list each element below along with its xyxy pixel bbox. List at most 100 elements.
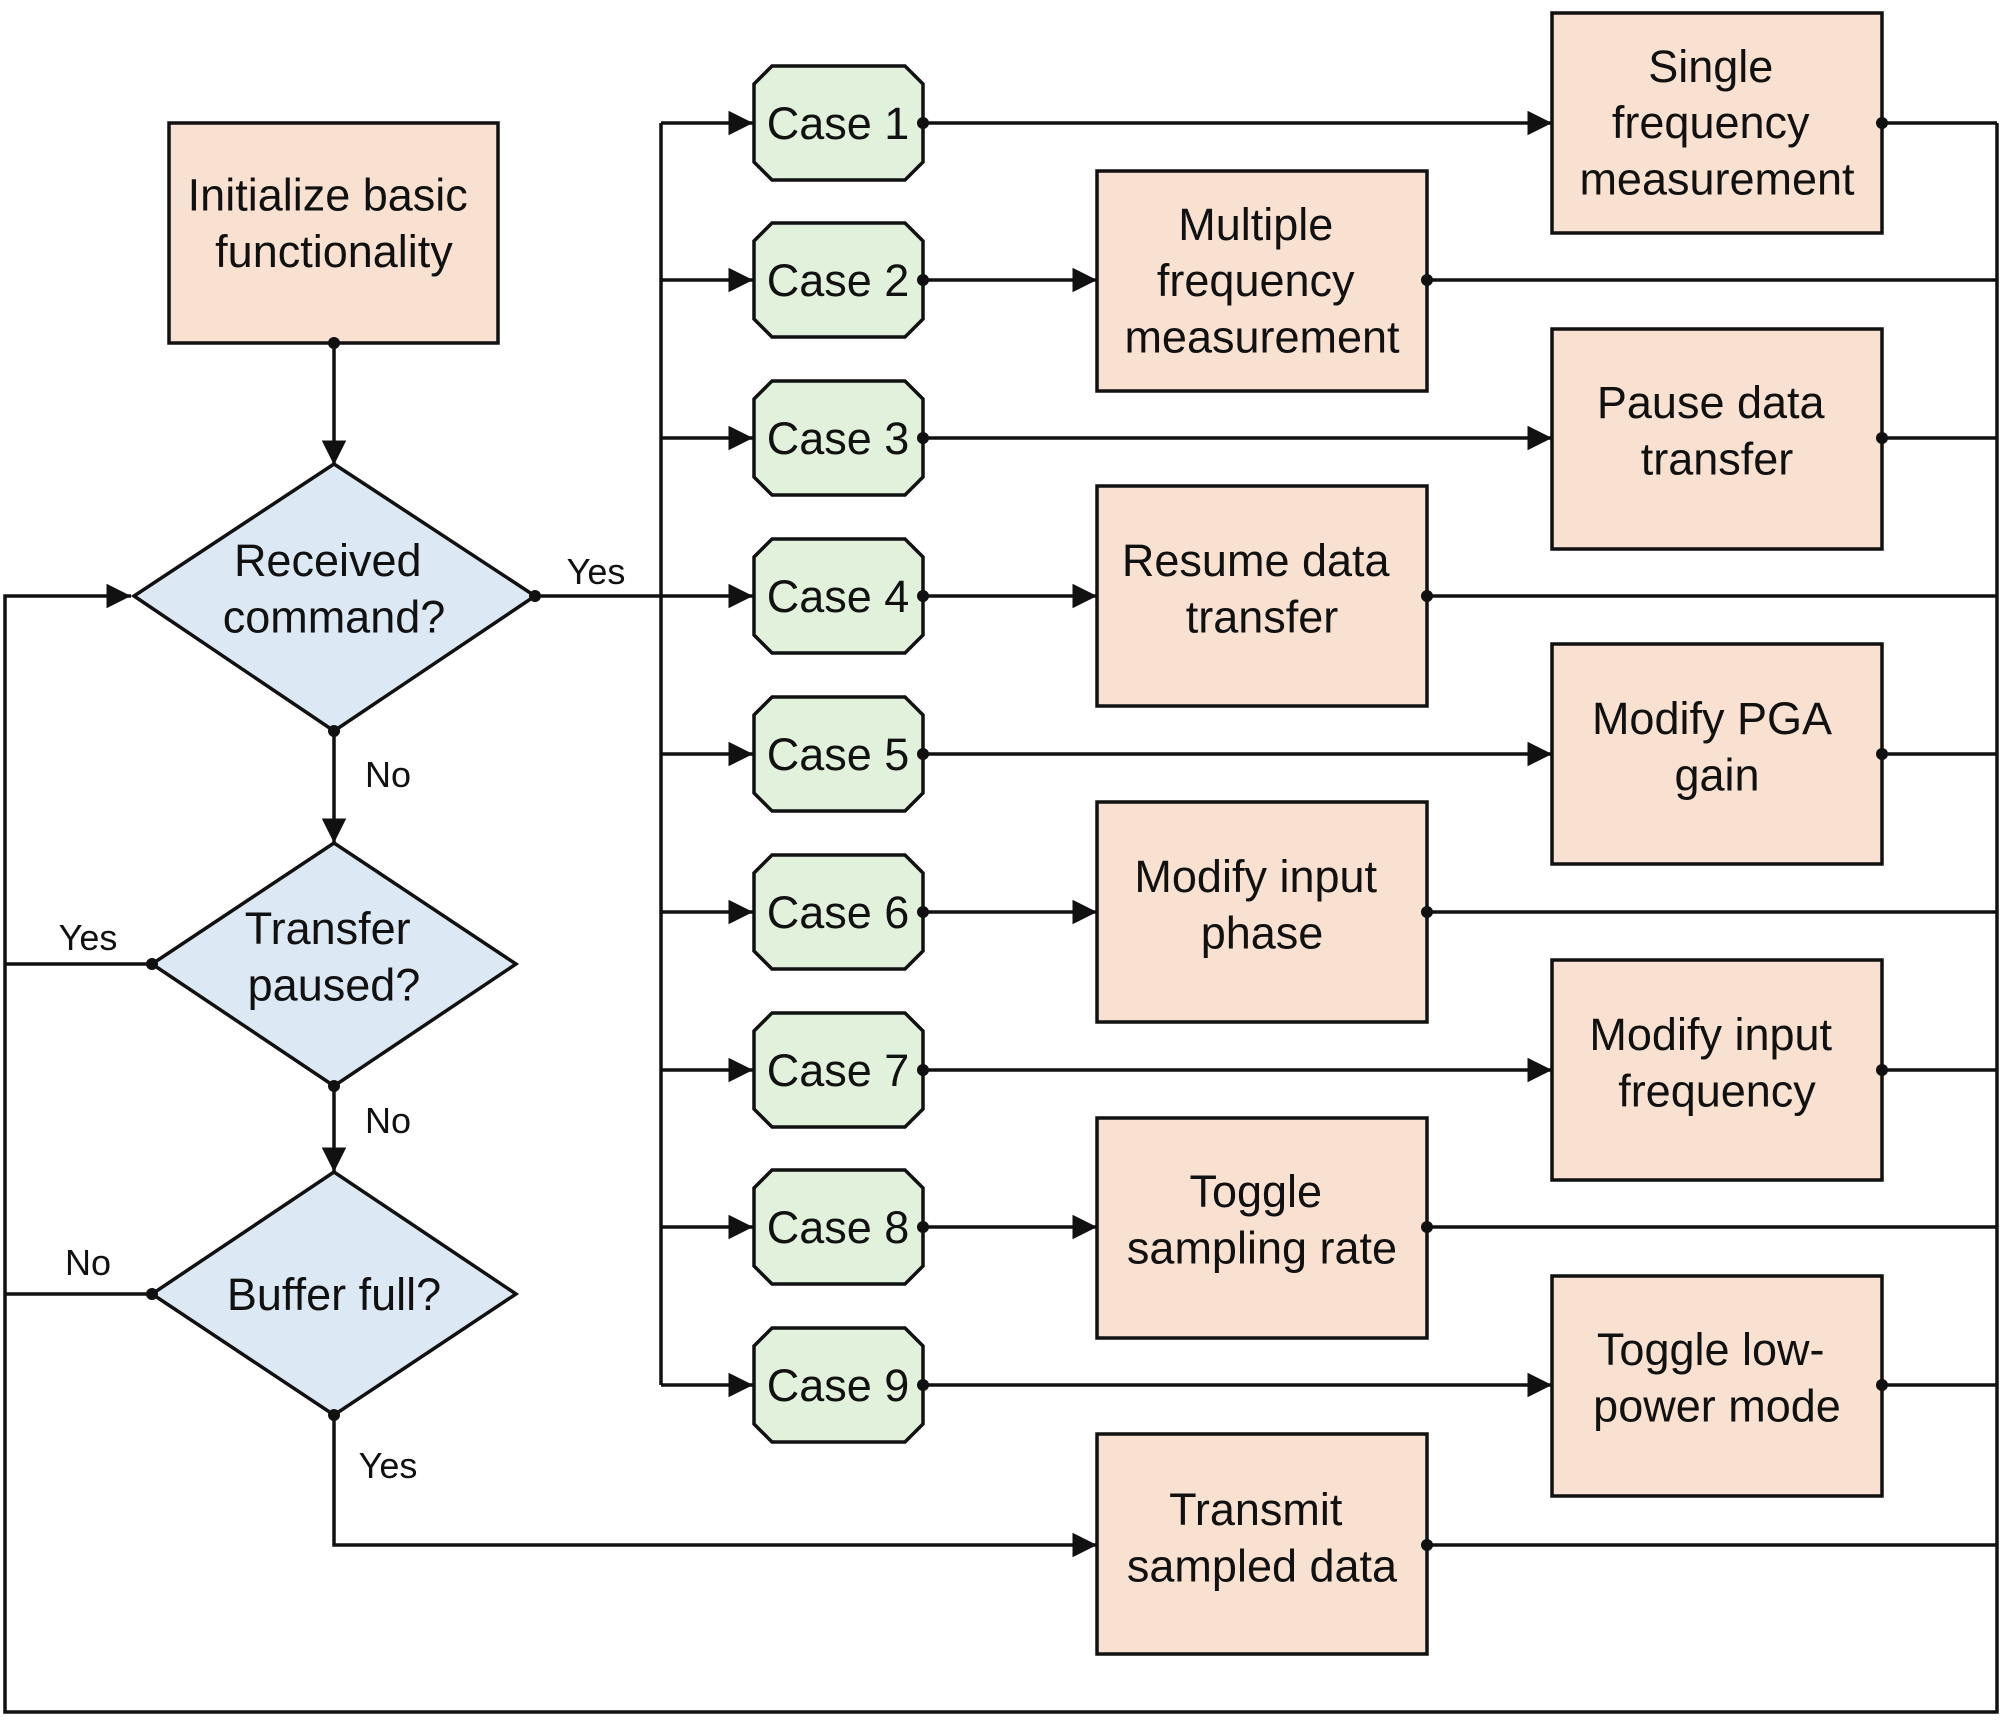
case-nodes: Case 1 Case 2 Case 3 Case 4 Case 5 Case … xyxy=(752,64,925,1444)
dot-paused-no xyxy=(328,1080,340,1092)
dot-init-out xyxy=(328,337,340,349)
dot-case-9-out xyxy=(917,1379,929,1391)
case-3-octagon xyxy=(752,379,925,497)
edge-labels: Yes No Yes No No Yes xyxy=(59,551,626,1486)
case-9-octagon xyxy=(752,1326,925,1444)
transmit-box xyxy=(1095,1432,1429,1656)
connection-dots xyxy=(146,117,1888,1551)
action-1-box xyxy=(1550,11,1884,235)
dot-buffer-yes xyxy=(328,1409,340,1421)
transmit-label: Transmit sampled data xyxy=(1127,1484,1398,1591)
case-1-octagon xyxy=(752,64,925,182)
edge-loop-back xyxy=(3,123,1999,1714)
dot-case-1-out xyxy=(917,117,929,129)
dot-case-8-out xyxy=(917,1221,929,1233)
action-pause-transfer: Pause data transfer xyxy=(1550,327,1884,551)
dot-case-5-out xyxy=(917,748,929,760)
dot-case-6-out xyxy=(917,906,929,918)
action-7-label: Modify input frequency xyxy=(1589,1009,1844,1116)
case-8: Case 8 xyxy=(752,1168,925,1286)
case-7-octagon xyxy=(752,1011,925,1129)
case-4: Case 4 xyxy=(752,537,925,655)
dot-case-3-out xyxy=(917,432,929,444)
case-7: Case 7 xyxy=(752,1011,925,1129)
transfer-paused-node: Transfer paused? xyxy=(148,840,520,1089)
transfer-paused-label: Transfer paused? xyxy=(245,903,423,1010)
action-3-label: Pause data transfer xyxy=(1597,377,1837,484)
dot-action-8-out xyxy=(1421,1221,1433,1233)
received-command-label: Received command? xyxy=(223,535,446,642)
dot-received-no xyxy=(328,725,340,737)
buffer-full-label: Buffer full? xyxy=(227,1269,441,1320)
dot-case-4-out xyxy=(917,590,929,602)
action-9-box xyxy=(1550,1274,1884,1498)
action-2-box xyxy=(1095,169,1429,393)
dot-action-2-out xyxy=(1421,274,1433,286)
init-node: Initialize basic functionality xyxy=(167,121,500,345)
action-modify-input-phase: Modify input phase xyxy=(1095,800,1429,1024)
dot-paused-yes xyxy=(146,958,158,970)
case-6-label: Case 6 xyxy=(767,887,910,938)
case-8-octagon xyxy=(752,1168,925,1286)
dot-transmit-out xyxy=(1421,1539,1433,1551)
received-command-node: Received command? xyxy=(130,461,539,734)
action-4-label: Resume data transfer xyxy=(1122,535,1402,642)
action-1-label: Single frequency measurement xyxy=(1579,41,1855,205)
case-5-octagon xyxy=(752,695,925,813)
case-7-label: Case 7 xyxy=(767,1045,910,1096)
buffer-full-node: Buffer full? xyxy=(148,1169,520,1418)
buffer-no-label: No xyxy=(65,1242,111,1283)
action-2-label: Multiple frequency measurement xyxy=(1124,199,1400,363)
dot-action-7-out xyxy=(1876,1064,1888,1076)
dot-buffer-no xyxy=(146,1288,158,1300)
case-1: Case 1 xyxy=(752,64,925,182)
action-8-label: Toggle sampling rate xyxy=(1127,1166,1397,1273)
case-9: Case 9 xyxy=(752,1326,925,1444)
case-3-label: Case 3 xyxy=(767,413,910,464)
case-6: Case 6 xyxy=(752,853,925,971)
case-3: Case 3 xyxy=(752,379,925,497)
dot-case-7-out xyxy=(917,1064,929,1076)
action-nodes: Single frequency measurement Multiple fr… xyxy=(1095,11,1884,1656)
dot-received-yes xyxy=(529,590,541,602)
action-toggle-low-power: Toggle low- power mode xyxy=(1550,1274,1884,1498)
action-modify-pga-gain: Modify PGA gain xyxy=(1550,642,1884,866)
case-2-label: Case 2 xyxy=(767,255,910,306)
action-8-box xyxy=(1095,1116,1429,1340)
dot-action-6-out xyxy=(1421,906,1433,918)
action-6-label: Modify input phase xyxy=(1134,851,1389,958)
dot-action-3-out xyxy=(1876,432,1888,444)
action-multiple-frequency: Multiple frequency measurement xyxy=(1095,169,1429,393)
case-6-octagon xyxy=(752,853,925,971)
action-6-box xyxy=(1095,800,1429,1024)
action-7-box xyxy=(1550,958,1884,1182)
case-5: Case 5 xyxy=(752,695,925,813)
case-8-label: Case 8 xyxy=(767,1202,910,1253)
dot-case-2-out xyxy=(917,274,929,286)
dot-action-1-out xyxy=(1876,117,1888,129)
action-toggle-sampling-rate: Toggle sampling rate xyxy=(1095,1116,1429,1340)
received-no-label: No xyxy=(365,754,411,795)
action-single-frequency: Single frequency measurement xyxy=(1550,11,1884,235)
dot-action-9-out xyxy=(1876,1379,1888,1391)
connectors xyxy=(3,110,1999,1714)
action-5-box xyxy=(1550,642,1884,866)
case-1-label: Case 1 xyxy=(767,98,910,149)
dot-action-4-out xyxy=(1421,590,1433,602)
init-box xyxy=(167,121,500,345)
case-5-label: Case 5 xyxy=(767,729,910,780)
action-resume-transfer: Resume data transfer xyxy=(1095,484,1429,708)
init-label: Initialize basic functionality xyxy=(188,170,481,277)
edge-buffer-yes xyxy=(332,1415,1097,1558)
case-4-label: Case 4 xyxy=(767,571,910,622)
action-9-label: Toggle low- power mode xyxy=(1593,1324,1841,1431)
case-4-octagon xyxy=(752,537,925,655)
paused-no-label: No xyxy=(365,1100,411,1141)
dot-action-5-out xyxy=(1876,748,1888,760)
action-4-box xyxy=(1095,484,1429,708)
paused-yes-label: Yes xyxy=(59,917,118,958)
buffer-yes-label: Yes xyxy=(359,1445,418,1486)
action-5-label: Modify PGA gain xyxy=(1592,693,1842,800)
case-9-label: Case 9 xyxy=(767,1360,910,1411)
